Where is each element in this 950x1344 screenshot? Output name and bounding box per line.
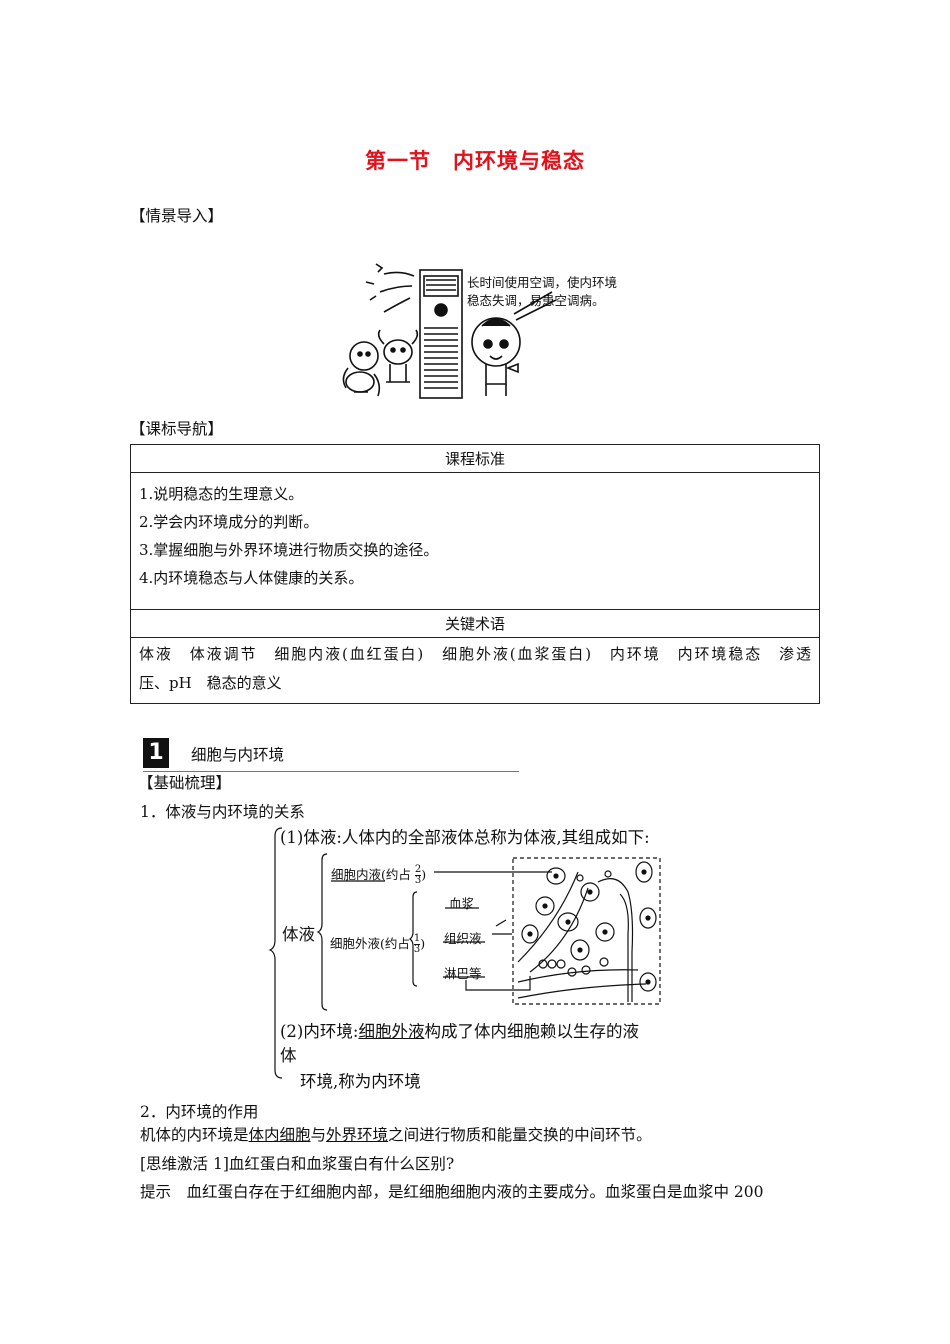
diagram-root-label: 体液 xyxy=(282,925,315,944)
standard-item: 4.内环境稳态与人体健康的关系。 xyxy=(139,569,364,587)
scenario-heading: 【情景导入】 xyxy=(130,207,224,225)
standard-item: 3.掌握细胞与外界环境进行物质交换的途径。 xyxy=(139,541,439,559)
standards-list: 1.说明稳态的生理意义。 2.学会内环境成分的判断。 3.掌握细胞与外界环境进行… xyxy=(130,472,820,610)
lymph-label: 淋巴等 xyxy=(444,966,482,981)
cartoon-caption: 长时间使用空调，使内环境稳态失调，易患空调病。 xyxy=(467,275,618,308)
air-conditioner-cartoon xyxy=(342,263,557,399)
intracellular-fluid-label: 细胞内液(约占 2 3 ) xyxy=(331,864,427,886)
key-terms: 体液 体液调节 细胞内液(血红蛋白) 细胞外液(血浆蛋白) 内环境 内环境稳态 … xyxy=(130,637,820,704)
body-fluid-diagram: (1)体液:人体内的全部液体总称为体液,其组成如下: 体液 细胞内液(约占 2 … xyxy=(268,822,688,1092)
diagram-item-2-wrap: 体 xyxy=(280,1046,297,1065)
key-terms-line: 体液 体液调节 细胞内液(血红蛋白) 细胞外液(血浆蛋白) 内环境 内环境稳态 … xyxy=(139,645,811,663)
standard-item: 1.说明稳态的生理意义。 xyxy=(139,485,304,503)
key-terms-line: 压、pH 稳态的意义 xyxy=(139,674,282,692)
terms-header: 关键术语 xyxy=(130,609,820,638)
think-question: [思维激活 1]血红蛋白和血浆蛋白有什么区别? xyxy=(140,1155,455,1173)
diagram-lines xyxy=(268,827,661,1079)
fraction-two-thirds: 2 3 xyxy=(414,864,422,886)
hint-text: 提示 血红蛋白存在于红细胞内部，是红细胞细胞内液的主要成分。血浆蛋白是血浆中 2… xyxy=(140,1183,764,1201)
diagram-item-2: (2)内环境:细胞外液构成了体内细胞赖以生存的液 xyxy=(280,1022,639,1041)
plasma-label: 血浆 xyxy=(449,896,475,911)
curriculum-standards-table: 课程标准 1.说明稳态的生理意义。 2.学会内环境成分的判断。 3.掌握细胞与外… xyxy=(130,444,820,704)
curriculum-heading: 【课标导航】 xyxy=(130,420,224,438)
fraction-one-third: 1 3 xyxy=(413,933,421,955)
section-number-badge: 1 xyxy=(143,738,169,768)
basics-heading: 【基础梳理】 xyxy=(138,774,232,792)
point-2-heading: 2．内环境的作用 xyxy=(140,1103,259,1121)
diagram-item-2-line2: 环境,称为内环境 xyxy=(300,1072,421,1091)
diagram-item-1: (1)体液:人体内的全部液体总称为体液,其组成如下: xyxy=(280,828,650,847)
cartoon-illustration: 长时间使用空调，使内环境稳态失调，易患空调病。 xyxy=(336,256,626,404)
point-1-heading: 1．体液与内环境的关系 xyxy=(140,803,305,821)
extracellular-fluid-label: 细胞外液(约占 1 3 ) xyxy=(330,933,426,955)
tissue-fluid-label: 组织液 xyxy=(444,931,482,946)
section-divider xyxy=(143,771,519,772)
role-sentence: 机体的内环境是体内细胞与外界环境之间进行物质和能量交换的中间环节。 xyxy=(140,1126,652,1144)
standard-item: 2.学会内环境成分的判断。 xyxy=(139,513,319,531)
section-title: 细胞与内环境 xyxy=(191,746,285,764)
standards-header: 课程标准 xyxy=(130,444,820,473)
page-title: 第一节 内环境与稳态 xyxy=(365,149,585,173)
